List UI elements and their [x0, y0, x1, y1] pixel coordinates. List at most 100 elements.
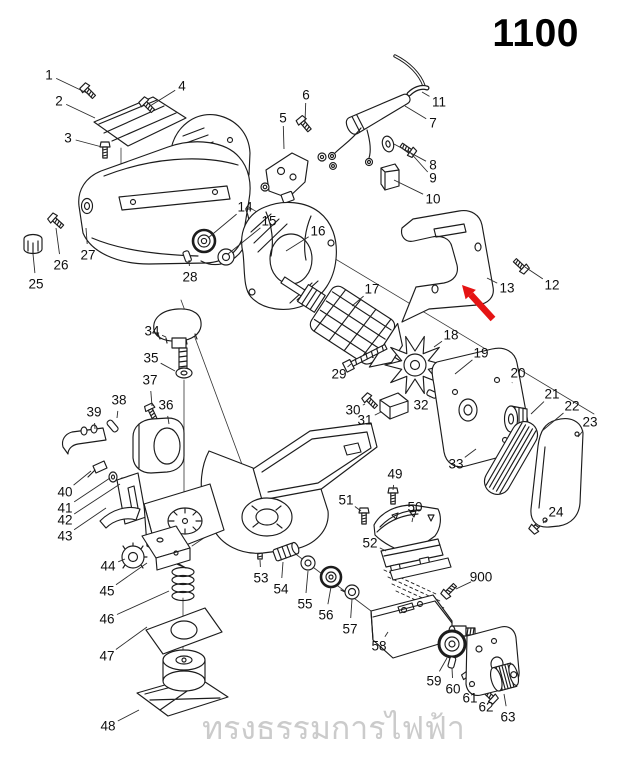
leader-line-36: [167, 415, 170, 425]
part-number-15: 15: [261, 214, 276, 229]
part-motor-housing: [78, 114, 251, 266]
part-number-59: 59: [426, 674, 441, 689]
leader-line-1: [56, 77, 90, 95]
part-number-38: 38: [111, 393, 126, 408]
part-number-5: 5: [279, 111, 287, 126]
part-number-900: 900: [470, 570, 493, 585]
leader-line-31: [374, 411, 382, 416]
red-arrow-head: [462, 285, 476, 300]
part-number-62: 62: [478, 700, 493, 715]
leader-line-16: [285, 236, 309, 252]
leader-line-6: [304, 102, 307, 123]
leader-line-34: [161, 334, 167, 338]
part-shaft-washers: [272, 541, 360, 600]
leader-line-52: [379, 547, 387, 552]
part-number-40: 40: [57, 485, 72, 500]
leader-line-2: [66, 103, 96, 119]
part-number-10: 10: [425, 192, 440, 207]
part-number-20: 20: [510, 366, 525, 381]
leader-line-40: [73, 470, 92, 486]
leader-line-7: [404, 105, 427, 120]
leader-line-56: [327, 586, 332, 605]
part-number-12: 12: [544, 278, 559, 293]
leader-line-19: [454, 359, 473, 375]
part-number-55: 55: [297, 597, 312, 612]
part-number-42: 42: [57, 513, 72, 528]
part-number-56: 56: [318, 608, 333, 623]
part-number-17: 17: [364, 282, 379, 297]
leader-line-30: [362, 403, 366, 406]
leader-line-4: [149, 89, 176, 107]
leader-line-3: [75, 139, 103, 148]
part-number-52: 52: [362, 536, 377, 551]
part-number-49: 49: [387, 467, 402, 482]
part-number-50: 50: [407, 500, 422, 515]
leader-line-47: [115, 626, 148, 650]
part-blade-set: [373, 504, 452, 616]
part-number-13: 13: [499, 281, 514, 296]
part-fan: [384, 335, 446, 395]
leader-line-54: [281, 561, 284, 579]
part-number-4: 4: [178, 79, 186, 94]
leader-line-15: [227, 227, 261, 255]
part-number-54: 54: [273, 582, 289, 597]
leader-line-62: [488, 696, 491, 700]
leader-line-55: [305, 570, 309, 594]
leader-line-44: [118, 558, 126, 563]
leader-line-63: [503, 693, 507, 707]
leader-line-17: [351, 295, 364, 307]
annotations: 1234567891011121314151617181920212223242…: [28, 68, 597, 734]
part-number-3: 3: [64, 131, 72, 146]
part-number-9: 9: [429, 171, 437, 186]
part-number-26: 26: [53, 258, 68, 273]
red-arrow-shaft: [468, 292, 496, 322]
leader-line-42: [73, 483, 121, 515]
leader-line-11: [421, 91, 430, 97]
part-number-1: 1: [45, 68, 53, 83]
part-depth-knob: [153, 308, 202, 379]
part-number-43: 43: [57, 529, 72, 544]
part-number-6: 6: [302, 88, 310, 103]
part-number-23: 23: [582, 415, 597, 430]
leader-line-41: [73, 477, 111, 503]
part-number-35: 35: [143, 351, 158, 366]
part-number-2: 2: [55, 94, 63, 109]
leader-line-43: [73, 507, 107, 531]
part-number-58: 58: [371, 639, 386, 654]
part-number-16: 16: [310, 224, 325, 239]
part-switch-assembly: [260, 152, 337, 204]
part-number-44: 44: [100, 559, 116, 574]
part-number-29: 29: [331, 367, 346, 382]
part-belt: [483, 421, 539, 495]
part-strain-relief: [380, 135, 400, 191]
leader-line-33: [464, 448, 477, 458]
leader-line-46: [116, 590, 170, 615]
part-number-39: 39: [86, 405, 101, 420]
part-number-19: 19: [473, 346, 488, 361]
part-number-47: 47: [99, 649, 114, 664]
part-number-51: 51: [338, 493, 353, 508]
part-number-21: 21: [544, 387, 559, 402]
part-number-53: 53: [253, 571, 268, 586]
leader-line-60: [451, 667, 453, 679]
leader-line-22: [541, 412, 564, 432]
part-number-22: 22: [564, 399, 579, 414]
leader-line-29: [347, 363, 352, 368]
leader-line-27: [85, 227, 88, 245]
part-bearing-and-washer: [182, 228, 235, 266]
part-cap-knob: [23, 233, 43, 255]
leader-line-12: [524, 266, 544, 280]
leader-line-18: [433, 340, 443, 348]
part-number-37: 37: [142, 373, 157, 388]
part-number-57: 57: [342, 622, 357, 637]
part-number-25: 25: [28, 277, 43, 292]
watermark-text: ทรงธรรมการไฟฟ้า: [202, 710, 465, 746]
leader-line-50: [411, 517, 414, 523]
leader-line-49: [392, 484, 395, 491]
part-number-46: 46: [99, 612, 114, 627]
part-front-collar: [61, 417, 185, 474]
leader-line-59: [439, 657, 448, 672]
part-cord-guard: [327, 54, 430, 167]
